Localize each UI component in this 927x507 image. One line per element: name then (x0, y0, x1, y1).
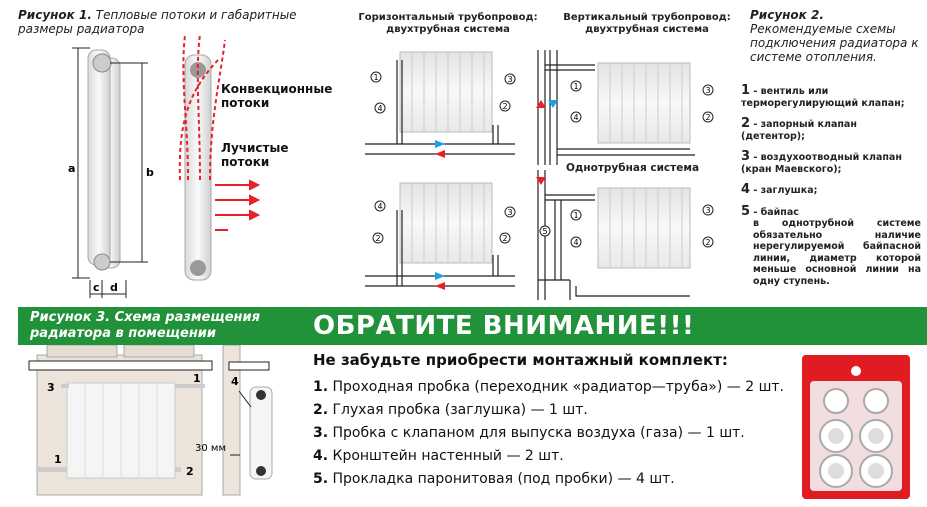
figure1-caption-text: Тепловые потоки и габаритные размеры рад… (18, 8, 297, 36)
svg-text:2: 2 (502, 102, 507, 111)
vertical-title-line1: Вертикальный трубопровод: (563, 12, 731, 23)
dim-c: c (93, 281, 100, 294)
radiator-front-view (87, 49, 121, 271)
connection-schemes-drawing: 1 3 4 2 4 3 2 2 1 3 4 2 1 3 5 4 2 (365, 50, 714, 300)
svg-text:4: 4 (573, 238, 578, 247)
svg-text:4: 4 (377, 104, 382, 113)
pipes (365, 50, 695, 300)
svg-text:3: 3 (705, 206, 710, 215)
marker-3: 3 (47, 381, 55, 394)
supply-arrow-blue (435, 140, 445, 148)
supply-arrow-blue (435, 272, 445, 280)
figure2-caption: Рисунок 2. Рекомендуемые схемы подключен… (750, 8, 920, 64)
convection-arrows (178, 34, 226, 181)
riser-arrow-blue (548, 100, 558, 108)
svg-text:4: 4 (377, 202, 382, 211)
wall-side (222, 345, 241, 496)
scheme-radiators (399, 51, 691, 269)
radiator-dimensions-drawing: a b c d (68, 34, 228, 298)
figure3-caption-text: Схема размещения радиатора в помещении (30, 310, 260, 341)
dimension-lines (72, 47, 148, 298)
kit-item: 5. Прокладка паронитовая (под пробки) — … (313, 471, 675, 487)
figure2-legend: 1 - вентиль или терморегулирующий клапан… (741, 83, 921, 287)
svg-text:2: 2 (502, 234, 507, 243)
radiant-arrows-ext (218, 179, 261, 221)
notice-band: Рисунок 3. Схема размещения радиатора в … (18, 307, 927, 345)
marker-2: 2 (186, 465, 194, 478)
legend-item: 5 - байпас (741, 203, 799, 219)
kit-item: 1. Проходная пробка (переходник «радиато… (313, 379, 785, 395)
scheme-markers: 1 3 4 2 4 3 2 2 1 3 4 2 1 3 5 4 2 (370, 71, 714, 248)
radiator-side-view (184, 54, 212, 281)
kit-item: 2. Глухая пробка (заглушка) — 1 шт. (313, 402, 588, 418)
section-lines (411, 52, 683, 268)
svg-text:2: 2 (705, 238, 710, 247)
marker-1: 1 (193, 372, 201, 385)
figure2-label: Рисунок 2. (750, 8, 824, 22)
return-arrow-red (435, 282, 445, 290)
figure3-label: Рисунок 3. (30, 310, 111, 325)
vertical-scheme-title: Вертикальный трубопровод: двухтрубная си… (554, 12, 740, 36)
svg-text:1: 1 (573, 82, 578, 91)
dim-b: b (146, 166, 154, 179)
return-arrow-red (435, 150, 445, 158)
figure1-caption: Рисунок 1. Тепловые потоки и габаритные … (18, 8, 318, 36)
kit-item: 3. Пробка с клапаном для выпуска воздуха… (313, 425, 745, 441)
riser-arrow-red (536, 177, 546, 185)
radiator-side (249, 386, 273, 480)
legend-item: 3 - воздухоотводный клапан (кран Маевско… (741, 149, 902, 175)
svg-text:2: 2 (375, 234, 380, 243)
svg-text:3: 3 (705, 86, 710, 95)
radiator-placement-drawing: 3 1 1 2 4 30 мм (28, 345, 273, 496)
figure1-label: Рисунок 1. (18, 8, 92, 22)
svg-text:5: 5 (542, 227, 547, 236)
kit-item: 4. Кронштейн настенный — 2 шт. (313, 448, 564, 464)
dim-d: d (110, 281, 118, 294)
radiant-label: Лучистые потоки (221, 141, 289, 169)
mounting-kit-package-image (802, 355, 910, 499)
svg-text:3: 3 (507, 208, 512, 217)
kit-list: 1. Проходная пробка (переходник «радиато… (313, 376, 784, 491)
figure3-caption: Рисунок 3. Схема размещения радиатора в … (30, 310, 302, 342)
svg-text:1: 1 (373, 73, 378, 82)
window-sill (28, 360, 213, 371)
svg-text:1: 1 (573, 211, 578, 220)
svg-text:3: 3 (507, 75, 512, 84)
horizontal-scheme-title: Горизонтальный трубопровод: двухтрубная … (348, 12, 548, 36)
bypass-note: в однотрубной системе обязательно наличи… (753, 218, 921, 287)
svg-text:2: 2 (705, 113, 710, 122)
horizontal-title-line2: двухтрубная система (386, 24, 510, 35)
vertical-title-line2: двухтрубная система (585, 24, 709, 35)
svg-text:4: 4 (573, 113, 578, 122)
gap-label: 30 мм (195, 443, 226, 454)
notice-headline: ОБРАТИТЕ ВНИМАНИЕ!!! (313, 311, 695, 341)
riser-arrow-red (536, 100, 546, 108)
legend-item: 1 - вентиль или терморегулирующий клапан… (741, 83, 905, 109)
convection-label: Конвекционные потоки (221, 82, 333, 110)
dim-a: a (68, 162, 75, 175)
marker-1: 1 (54, 453, 62, 466)
horizontal-title-line1: Горизонтальный трубопровод: (358, 12, 538, 23)
legend-item: 2 - запорный клапан (детентор); (741, 116, 857, 142)
figure2-caption-text: Рекомендуемые схемы подключения радиатор… (750, 22, 919, 64)
single-pipe-title: Однотрубная система (565, 162, 700, 174)
kit-title: Не забудьте приобрести монтажный комплек… (313, 351, 728, 369)
legend-item: 4 - заглушка; (741, 182, 818, 197)
marker-4: 4 (231, 375, 239, 388)
